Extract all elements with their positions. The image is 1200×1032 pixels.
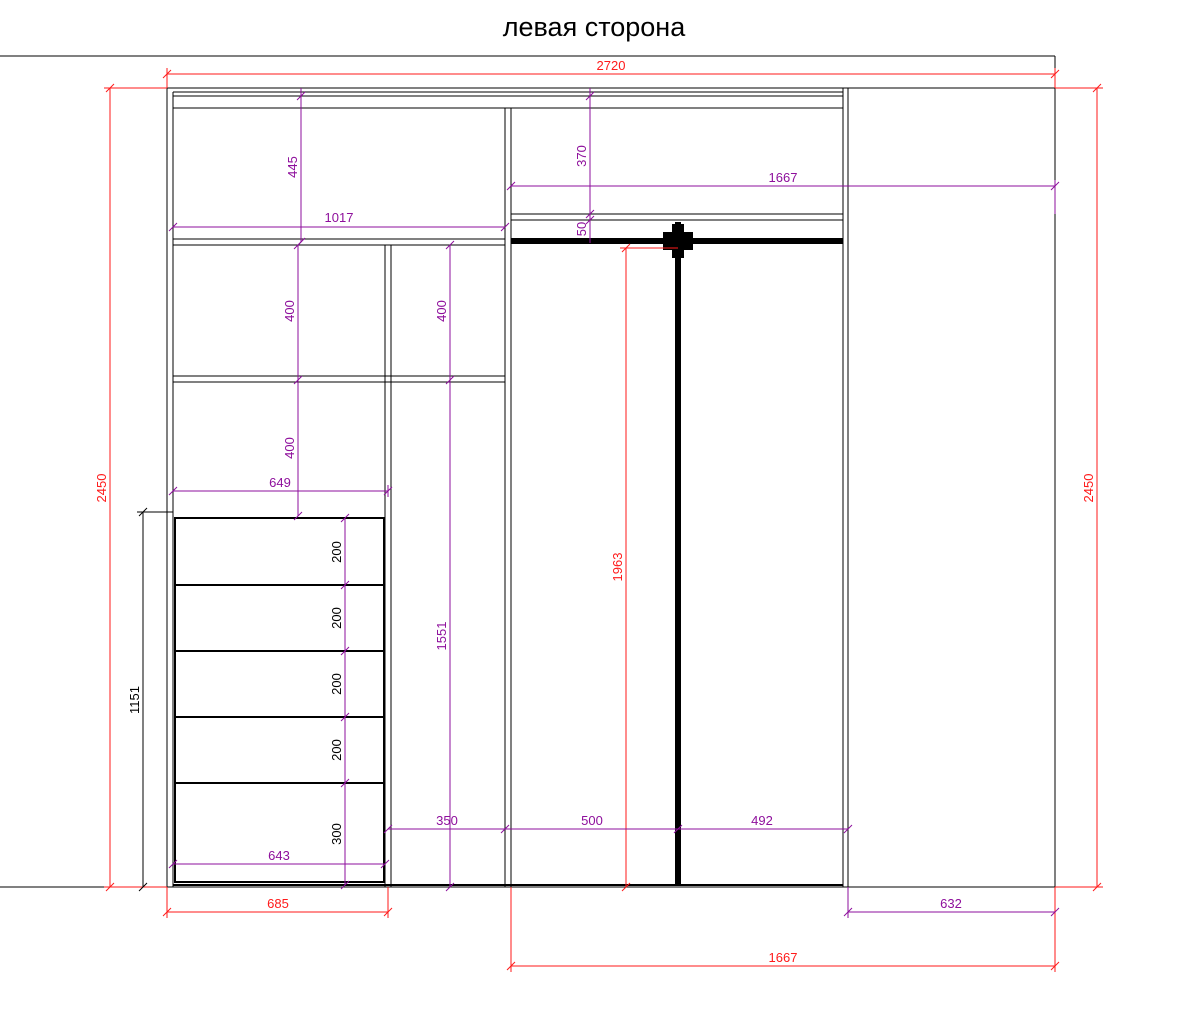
dim-top-left-niche: 445 bbox=[285, 156, 300, 178]
dim-bottom-right: 632 bbox=[940, 896, 962, 911]
dim-hanging-right-width: 492 bbox=[751, 813, 773, 828]
dim-height-right: 2450 bbox=[1081, 474, 1096, 503]
dim-drawer-5: 300 bbox=[329, 823, 344, 845]
dim-bottom-hanging: 1667 bbox=[769, 950, 798, 965]
dim-top-left-shelf-width: 1017 bbox=[325, 210, 354, 225]
dim-top-right-niche: 370 bbox=[574, 145, 589, 167]
drawer-frame bbox=[174, 517, 385, 883]
dim-top-right-gap: 50 bbox=[574, 222, 589, 236]
dim-drawer-width: 643 bbox=[268, 848, 290, 863]
dim-shelf-left-2: 400 bbox=[282, 437, 297, 459]
dim-shelf-left-1: 400 bbox=[282, 300, 297, 322]
cabinet-carcass bbox=[166, 87, 1055, 887]
dim-mid-column-height: 1551 bbox=[434, 622, 449, 651]
dim-drawer-block-height: 1151 bbox=[127, 686, 142, 714]
inner-dimensions: 445 1017 370 50 1667 400 400 4 bbox=[168, 88, 1060, 918]
drawer-block-dimension: 1151 bbox=[127, 507, 173, 892]
dim-drawer-3: 200 bbox=[329, 673, 344, 695]
hanging-rail bbox=[511, 222, 843, 884]
dim-hanging-section-width: 1667 bbox=[769, 170, 798, 185]
rail-connector bbox=[672, 224, 684, 258]
dim-drawer-4: 200 bbox=[329, 739, 344, 761]
dim-hanging-height: 1963 bbox=[610, 553, 625, 582]
dim-shelf-left-width: 649 bbox=[269, 475, 291, 490]
overall-dimensions: 2720 2450 2450 685 1667 1963 bbox=[94, 58, 1103, 972]
drawer-block bbox=[174, 517, 385, 883]
dim-drawer-1: 200 bbox=[329, 541, 344, 563]
dim-overall-width: 2720 bbox=[597, 58, 626, 73]
dim-shelf-mid: 400 bbox=[434, 300, 449, 322]
dim-bottom-left: 685 bbox=[267, 896, 289, 911]
wall-outline bbox=[0, 55, 1056, 888]
dim-height-left: 2450 bbox=[94, 474, 109, 503]
dim-mid-column-width: 350 bbox=[436, 813, 458, 828]
dim-hanging-left-width: 500 bbox=[581, 813, 603, 828]
drawing-title: левая сторона bbox=[502, 12, 686, 42]
dim-drawer-2: 200 bbox=[329, 607, 344, 629]
